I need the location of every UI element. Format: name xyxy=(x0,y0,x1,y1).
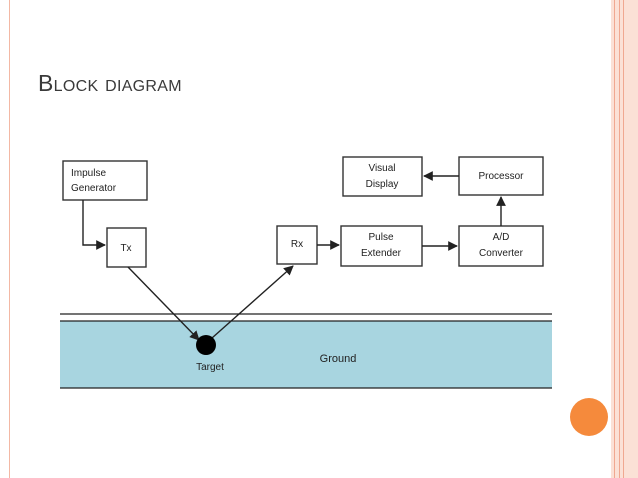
block-label: Converter xyxy=(479,248,524,259)
processor-block: Processor xyxy=(458,156,544,196)
left-border-line xyxy=(9,0,10,478)
rx-block: Rx xyxy=(276,225,318,265)
target-label: Target xyxy=(196,362,224,373)
decorative-orange-circle xyxy=(570,398,608,436)
target-to-rx-ray xyxy=(211,265,294,339)
block-label: Processor xyxy=(478,171,524,182)
block-label: Visual xyxy=(368,163,395,174)
block-label: Pulse xyxy=(368,232,393,243)
block-diagram: Ground Impulse Generator Tx Rx Pulse Ext… xyxy=(60,156,552,389)
ground-fill xyxy=(60,321,552,388)
right-decorative-band xyxy=(611,0,638,478)
block-label: Impulse xyxy=(71,168,106,179)
ground-label: Ground xyxy=(320,353,357,365)
visual-display-block: Visual Display xyxy=(342,156,423,197)
block-label: Tx xyxy=(120,243,131,254)
pulse-extender-block: Pulse Extender xyxy=(340,225,423,267)
band-line xyxy=(614,0,615,478)
band-line xyxy=(619,0,620,478)
slide-title: Block diagram xyxy=(38,70,182,96)
tx-block: Tx xyxy=(106,227,147,268)
block-label: Rx xyxy=(291,239,303,250)
ground-layer: Ground xyxy=(60,313,552,389)
impulse-to-tx-arrow xyxy=(82,200,106,250)
target-marker xyxy=(196,335,216,355)
tx-to-target-ray xyxy=(127,266,200,341)
block-label: Extender xyxy=(361,248,402,259)
block-label: Display xyxy=(366,179,399,190)
block-label: Generator xyxy=(71,183,117,194)
band-line xyxy=(623,0,624,478)
ad-converter-block: A/D Converter xyxy=(458,225,544,267)
impulse-generator-block: Impulse Generator xyxy=(62,160,148,201)
block-label: A/D xyxy=(493,232,510,243)
